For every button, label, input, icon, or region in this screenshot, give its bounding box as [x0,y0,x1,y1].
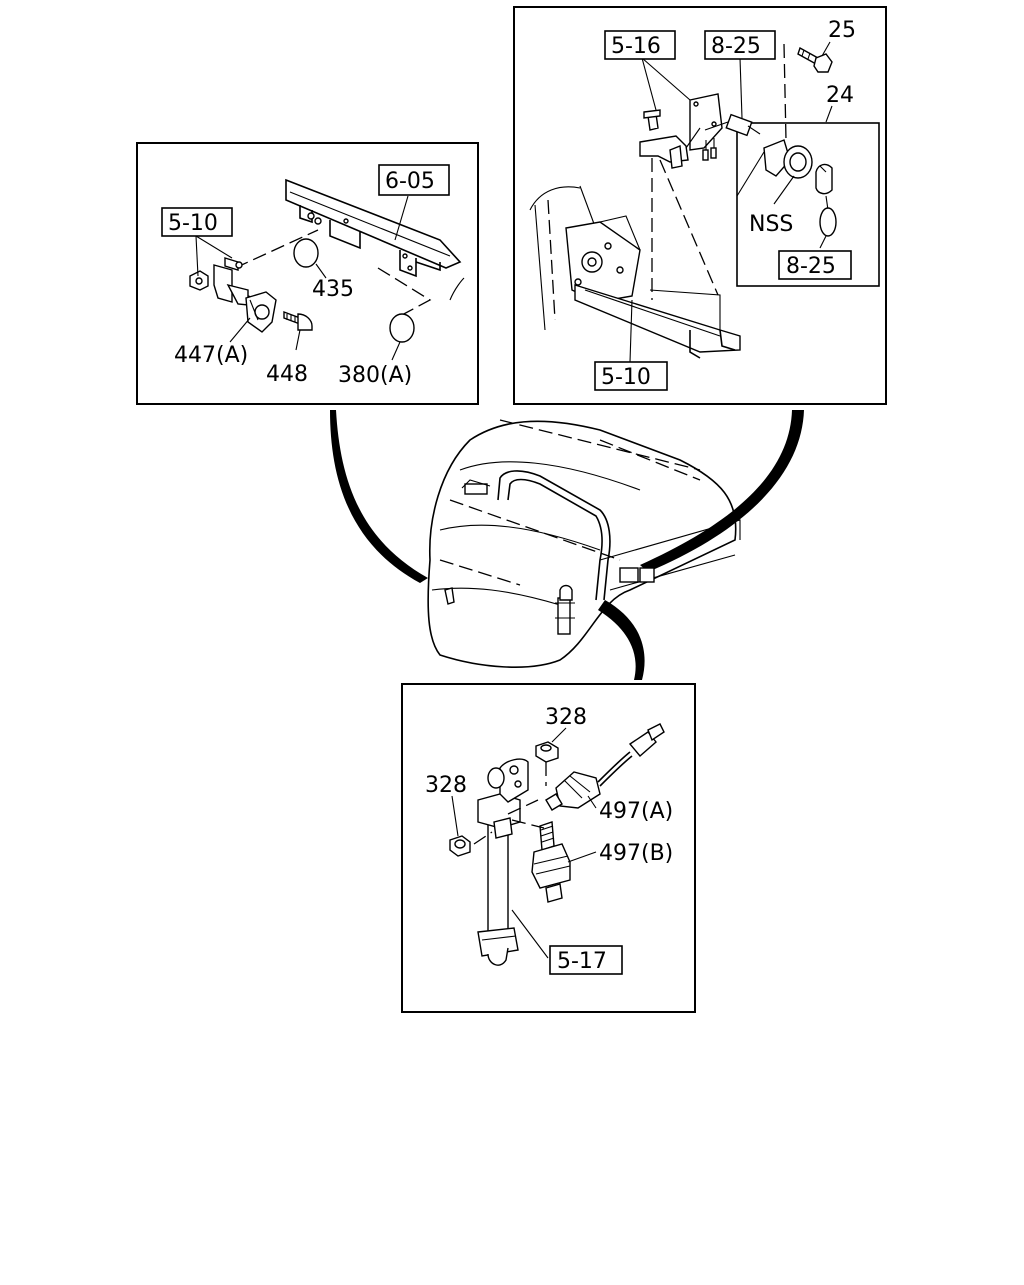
part-497b-label: 497(B) [599,841,673,866]
ref-8-25-label-inner: 8-25 [786,254,836,279]
connector-8-25-top [702,113,761,161]
connector-8-25-inner [819,207,837,237]
ref-5-10-box-right [594,361,668,391]
ref-6-05-box [378,164,450,196]
nut-328-top [535,741,559,763]
switch-assembly-24 [763,139,833,195]
right-callout-arc [640,410,804,572]
plug-435 [293,238,319,268]
part-380a-label: 380(A) [338,363,412,388]
ref-6-05-label: 6-05 [385,169,435,194]
ref-5-16-label: 5-16 [611,34,661,59]
part-497a-label: 497(A) [599,799,673,824]
bolt-448 [283,310,313,331]
bottom-callout-arc [598,600,645,680]
truck-cab-illustration [330,410,804,680]
left-detail-panel: 6-05 5-10 435 447(A) 448 380(A) [136,142,479,405]
ref-8-25-label-top: 8-25 [711,34,761,59]
frame-rail-6-05 [285,178,465,301]
nut-328-left [449,835,471,857]
bottom-detail-panel: 328 328 497(A) 497(B) 5-17 [401,683,696,1013]
part-328-left-label: 328 [425,773,467,798]
nut-bracket-5-10 [189,257,249,306]
bolt-25 [797,46,833,73]
plug-380a [389,313,415,343]
part-448-label: 448 [266,362,308,387]
switch-497b [531,821,571,903]
ref-5-17-box [549,945,623,975]
left-callout-arc [330,410,428,583]
frame-bracket-5-10 [574,284,741,359]
part-25-label: 25 [828,18,856,43]
right-inner-subbox [736,122,880,287]
switch-497a [545,723,665,811]
ref-8-25-box-inner [778,250,852,280]
ref-5-16-box [604,30,676,60]
ref-5-17-label: 5-17 [557,949,607,974]
shaft-bracket-5-17 [477,758,529,966]
clip-447a [245,291,277,333]
part-435-label: 435 [312,277,354,302]
ref-5-10-label-left: 5-10 [168,211,218,236]
part-328-top-label: 328 [545,705,587,730]
right-detail-panel: 5-16 8-25 25 24 NSS 8-25 5-10 [513,6,887,405]
switch-bracket-5-16 [639,93,723,169]
cab-rear-body [529,185,641,331]
ref-5-10-label-right: 5-10 [601,365,651,390]
ref-8-25-box-top [704,30,776,60]
ref-5-10-box-left [161,207,233,237]
nss-label: NSS [749,212,793,237]
part-447a-label: 447(A) [174,343,248,368]
part-24-label: 24 [826,83,854,108]
